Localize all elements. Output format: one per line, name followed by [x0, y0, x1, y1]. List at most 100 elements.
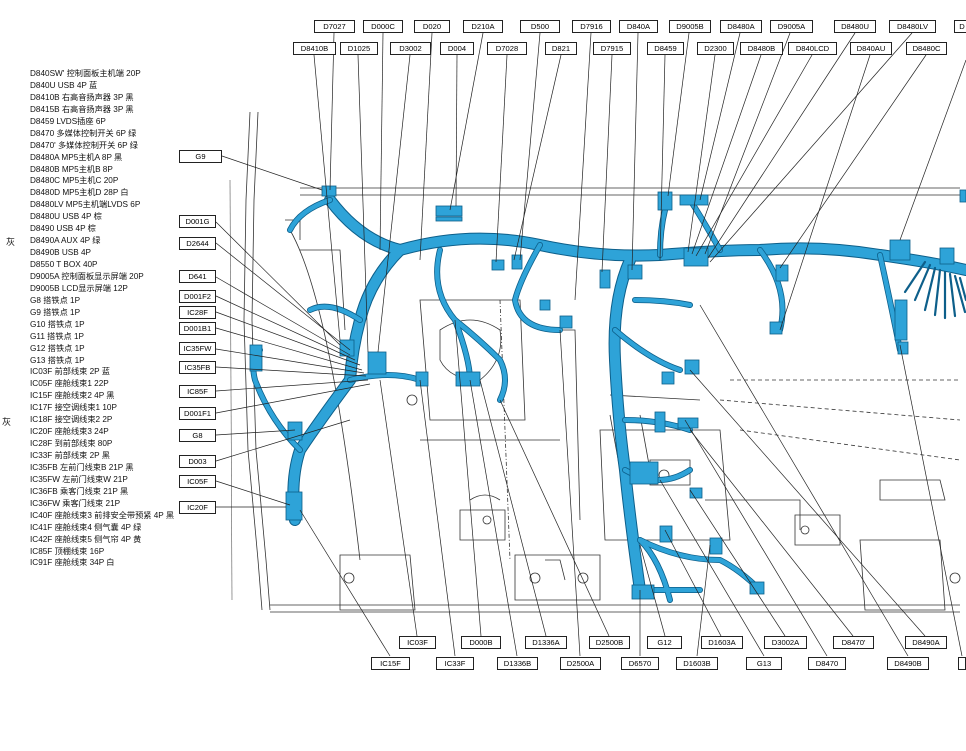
callout-tag: D8490A — [905, 636, 947, 649]
callout-tag: D9005A — [770, 20, 813, 33]
callout-tag: D1336A — [525, 636, 567, 649]
callout-tag: D020 — [414, 20, 450, 33]
callout-tag: D8480LV — [889, 20, 936, 33]
legend-entry: IC33F 前部线束 2P 黑 — [30, 451, 110, 460]
callout-tag: D001F2 — [179, 290, 216, 303]
connector-legend: D840SW' 控制面板主机端 20P D840U USB 4P 蓝 D8410… — [30, 68, 230, 569]
legend-entry: D8480C MP5主机C 20P — [30, 176, 119, 186]
legend-entry: D8480U USB 4P 棕 — [30, 212, 102, 222]
callout-tag: D001G — [179, 215, 216, 228]
callout-tag: G8 — [179, 429, 216, 442]
legend-entry: G10 搭铁点 1P — [30, 319, 85, 329]
callout-tag: D500 — [520, 20, 560, 33]
legend-entry: D8470' 多媒体控制开关 6P 绿 — [30, 140, 138, 150]
callout-tag: D8410B — [293, 42, 336, 55]
callout-tag: IC05F — [179, 475, 216, 488]
callout-tag: G12 — [647, 636, 682, 649]
callout-tag: D1025 — [340, 42, 378, 55]
legend-entry: D8490A AUX 4P 绿 — [30, 236, 101, 246]
callout-tag: IC03F — [399, 636, 436, 649]
callout-tag: D — [954, 20, 966, 33]
vehicle-body-outline — [229, 111, 961, 613]
callout-tag: G13 — [746, 657, 782, 670]
legend-entry: D8550 T BOX 40P — [30, 260, 98, 269]
callout-leader-lines — [215, 32, 966, 657]
legend-entry: IC05F 座舱线束1 22P — [30, 379, 109, 389]
callout-tag: D7027 — [314, 20, 355, 33]
callout-tag: G9 — [179, 150, 222, 163]
legend-entry: IC35FB 左前门线束B 21P 黑 — [30, 462, 134, 472]
callout-tag: D001B1 — [179, 322, 216, 335]
legend-entry: IC36FW 乘客门线束 21P — [30, 498, 121, 508]
callout-tag: D8459 — [647, 42, 684, 55]
legend-entry: D8459 LVDS插座 6P — [30, 116, 106, 126]
legend-entry: D8480A MP5主机A 8P 黑 — [30, 152, 123, 162]
callout-tag: D000C — [363, 20, 403, 33]
callout-tag: D1336B — [497, 657, 538, 670]
callout-tag: D7915 — [593, 42, 631, 55]
legend-entry: D8490 USB 4P 棕 — [30, 224, 96, 234]
callout-tag: D2500A — [560, 657, 601, 670]
callout-tag: D004 — [440, 42, 474, 55]
callout-tag: D8470 — [808, 657, 846, 670]
legend-entry: D8480B MP5主机B 8P — [30, 164, 113, 174]
legend-entry: D8415B 右高音扬声器 3P 黑 — [30, 104, 134, 114]
callout-tag: D2300 — [697, 42, 734, 55]
legend-entry: D8480LV MP5主机端LVDS 6P — [30, 200, 141, 210]
callout-tag: IC85F — [179, 385, 216, 398]
callout-tag: D3002 — [390, 42, 431, 55]
legend-entry: G9 搭铁点 1P — [30, 307, 81, 317]
callout-tag: D840AU — [850, 42, 892, 55]
callout-tag: D2644 — [179, 237, 216, 250]
callout-tag: D1603A — [701, 636, 743, 649]
legend-entry: IC42F 座舱线束5 侧气帘 4P 黄 — [30, 534, 142, 544]
legend-entry: IC17F 接空调线束1 10P — [30, 403, 117, 413]
callout-tag: D210A — [463, 20, 503, 33]
legend-entry: D8490B USB 4P — [30, 248, 91, 258]
callout-tag: D8470' — [833, 636, 874, 649]
legend-entry: IC41F 座舱线束4 侧气囊 4P 绿 — [30, 522, 142, 532]
callout-tag: IC20F — [179, 501, 216, 514]
callout-tag: D3002A — [764, 636, 807, 649]
callout-tag: IC15F — [371, 657, 410, 670]
legend-entry: G13 搭铁点 1P — [30, 355, 85, 365]
callout-tag: D8490B — [887, 657, 929, 670]
legend-entry: G12 搭铁点 1P — [30, 343, 85, 353]
callout-tag: D821 — [545, 42, 577, 55]
legend-entry: D8470 多媒体控制开关 6P 绿 — [30, 128, 137, 138]
callout-tag: D000B — [461, 636, 501, 649]
legend-entry: D9005A 控制面板显示屏端 20P — [30, 271, 144, 281]
legend-entry: D840U USB 4P 蓝 — [30, 80, 98, 90]
callout-tag: D2500B — [589, 636, 630, 649]
callout-tag — [958, 657, 966, 670]
callout-tag: D6570 — [621, 657, 659, 670]
legend-entry: IC36FB 乘客门线束 21P 黑 — [30, 486, 129, 496]
legend-entry: IC91F 座舱线束 34P 白 — [30, 558, 115, 568]
callout-tag: D1603B — [676, 657, 718, 670]
callout-tag: IC35FB — [179, 361, 216, 374]
legend-entry: IC18F 接空调线束2 2P — [30, 415, 113, 425]
legend-entry: D9005B LCD显示屏端 12P — [30, 283, 128, 293]
legend-entry: G8 搭铁点 1P — [30, 295, 81, 305]
callout-tag: D840LCD — [788, 42, 837, 55]
callout-tag: D7028 — [487, 42, 527, 55]
callout-tag: D8480U — [834, 20, 876, 33]
callout-tag: IC28F — [179, 306, 216, 319]
harness-connectors — [249, 185, 966, 600]
legend-entry: IC40F 座舱线束3 前排安全带预紧 4P 黑 — [30, 510, 175, 520]
legend-entry: IC35FW 左前门线束W 21P — [30, 474, 128, 484]
callout-tag: D003 — [179, 455, 216, 468]
callout-tag: D641 — [179, 270, 216, 283]
callout-tag: IC33F — [436, 657, 474, 670]
legend-entry: IC03F 前部线束 2P 蓝 — [30, 367, 110, 377]
legend-entry: G11 搭铁点 1P — [30, 331, 84, 341]
legend-entry: IC85F 顶棚线束 16P — [30, 546, 105, 556]
color-note: 灰 — [2, 417, 12, 427]
color-note: 灰 — [6, 237, 16, 247]
legend-entry: D840SW' 控制面板主机端 20P — [30, 69, 141, 78]
legend-entry: IC15F 座舱线束2 4P 黑 — [30, 391, 115, 401]
legend-entry: IC28F 到前部线束 80P — [30, 439, 113, 449]
callout-tag: D8480B — [740, 42, 783, 55]
